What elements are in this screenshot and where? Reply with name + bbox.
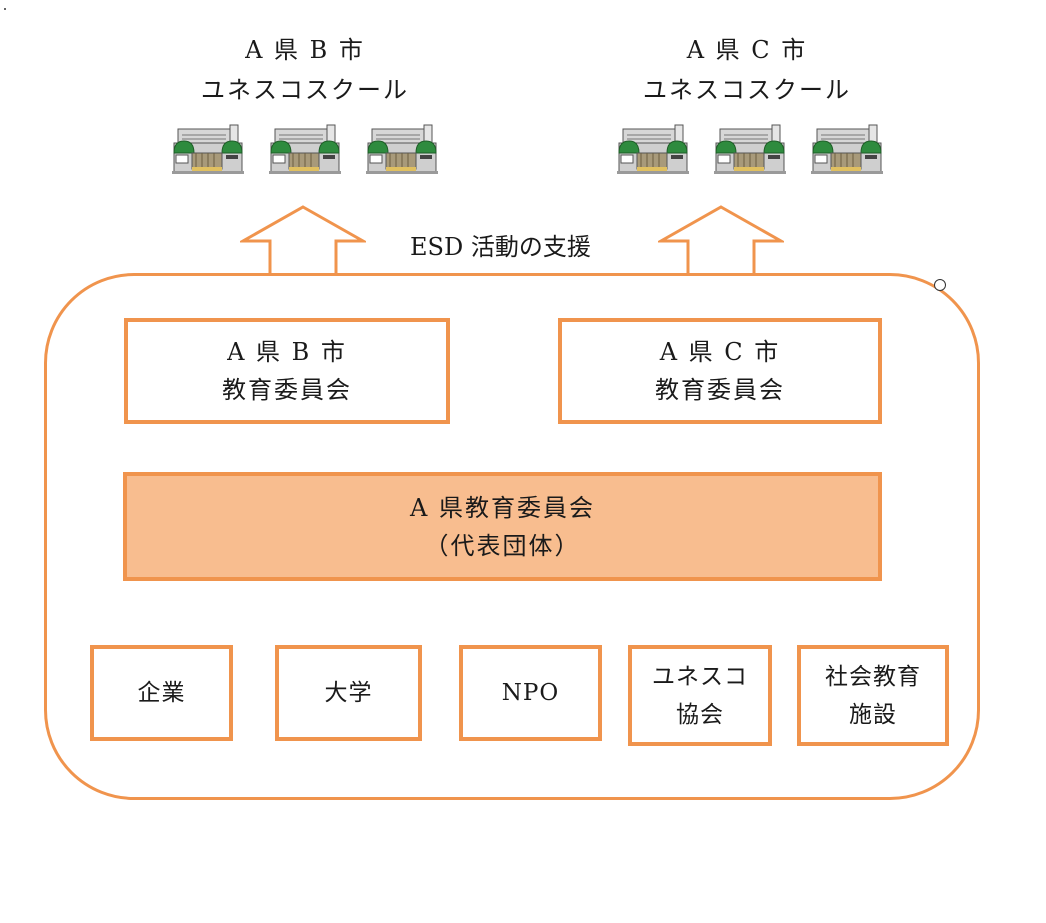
partner-unesco-association-line1: ユネスコ (652, 658, 748, 696)
board-b-line2: 教育委員会 (222, 371, 352, 409)
school-group-b-line1: A 県 B 市 (175, 30, 435, 70)
partner-university-line1: 大学 (325, 674, 373, 712)
representative-box: A 県教育委員会 （代表団体） (123, 472, 882, 581)
partner-social-education-box: 社会教育 施設 (797, 645, 949, 746)
partner-company-line1: 企業 (138, 674, 186, 712)
school-group-c-heading: A 県 C 市 ユネスコスクール (617, 30, 877, 110)
up-arrow-icon-left (240, 205, 366, 277)
partner-company-box: 企業 (90, 645, 233, 741)
partner-npo-box: NPO (459, 645, 602, 741)
board-c-line1: A 県 C 市 (660, 333, 781, 371)
school-building-icon (269, 123, 341, 175)
board-c-box: A 県 C 市 教育委員会 (558, 318, 882, 424)
up-arrow-icon-right (658, 205, 784, 277)
partner-social-education-line2: 施設 (849, 696, 897, 734)
school-group-b-line2: ユネスコスクール (175, 70, 435, 110)
partner-npo-line1: NPO (502, 674, 559, 712)
board-b-line1: A 県 B 市 (227, 333, 347, 371)
board-c-line2: 教育委員会 (655, 371, 785, 409)
representative-line1: A 県教育委員会 (410, 489, 595, 527)
partner-unesco-association-box: ユネスコ 協会 (628, 645, 772, 746)
school-building-icon (811, 123, 883, 175)
partner-university-box: 大学 (275, 645, 422, 741)
school-building-icon (714, 123, 786, 175)
partner-social-education-line1: 社会教育 (825, 658, 921, 696)
school-building-icon (366, 123, 438, 175)
school-building-icon (172, 123, 244, 175)
support-label: ESD 活動の支援 (410, 232, 591, 262)
school-building-icon (617, 123, 689, 175)
partner-unesco-association-line2: 協会 (676, 696, 724, 734)
school-group-b-heading: A 県 B 市 ユネスコスクール (175, 30, 435, 110)
board-b-box: A 県 B 市 教育委員会 (124, 318, 450, 424)
school-group-c-line1: A 県 C 市 (617, 30, 877, 70)
corner-mark (4, 8, 6, 10)
school-group-c-line2: ユネスコスクール (617, 70, 877, 110)
corner-dot (934, 279, 946, 291)
representative-line2: （代表団体） (425, 527, 581, 565)
